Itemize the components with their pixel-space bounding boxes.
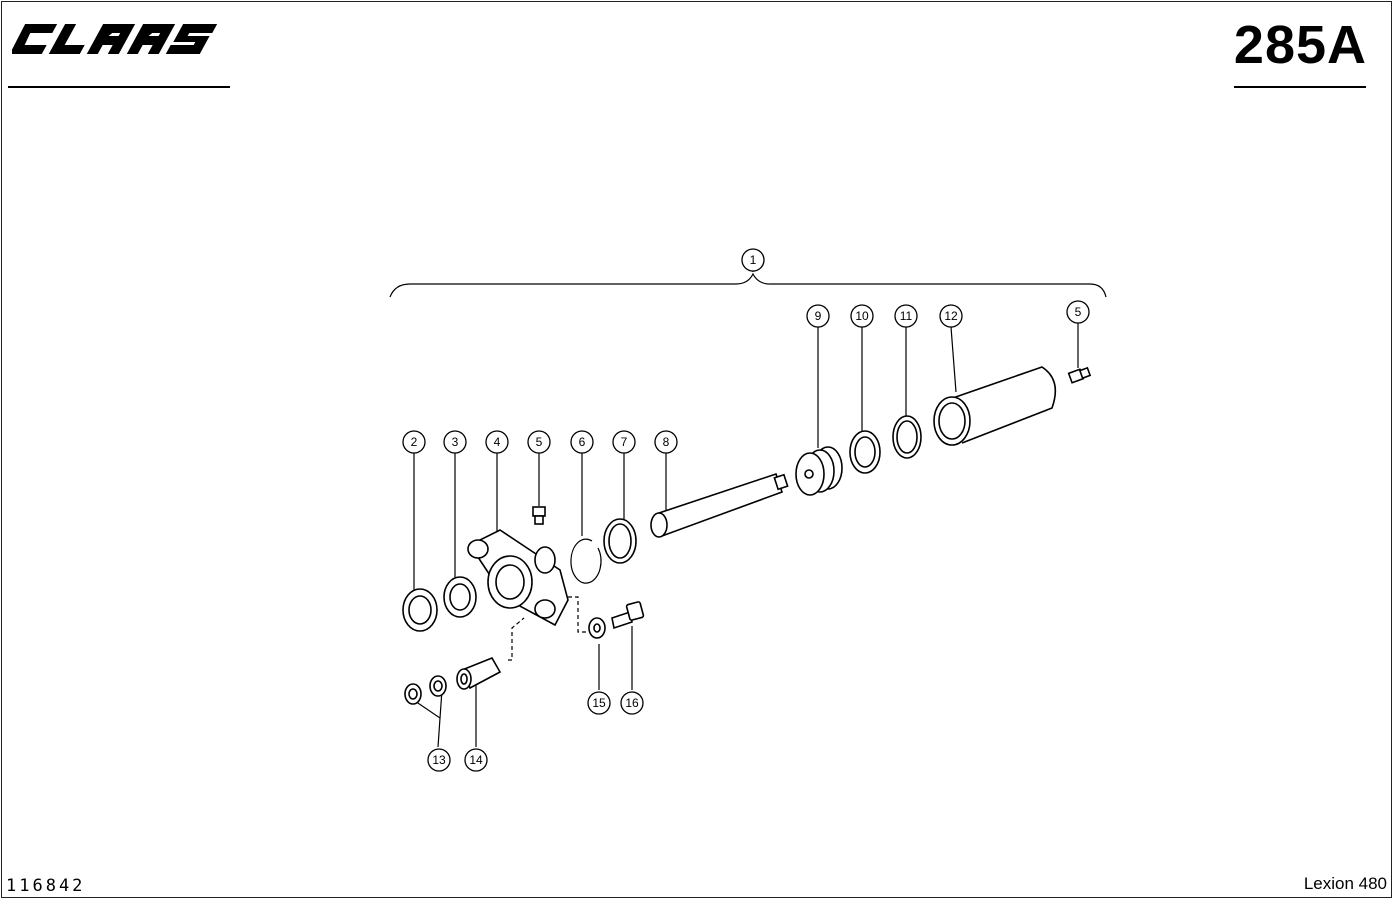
assembly-brace [389, 272, 1107, 298]
svg-text:5: 5 [536, 435, 543, 449]
part-2-seal [402, 588, 438, 632]
svg-text:6: 6 [579, 435, 586, 449]
page-number: 285A [1233, 15, 1367, 75]
part-12-cylinder-tube [933, 366, 1057, 446]
document-number: 116842 [6, 876, 86, 896]
callout-16: 16 [620, 691, 644, 715]
callout-15: 15 [587, 691, 611, 715]
part-3-ring [443, 576, 477, 618]
svg-text:4: 4 [494, 435, 501, 449]
callout-14: 14 [464, 748, 488, 772]
part-9-piston [795, 446, 843, 496]
svg-text:16: 16 [625, 696, 639, 710]
callout-2: 2 [402, 430, 426, 454]
callout-4: 4 [485, 430, 509, 454]
callout-13: 13 [427, 748, 451, 772]
callout-3: 3 [443, 430, 467, 454]
part-5-bleed-nipple [532, 506, 546, 525]
svg-text:11: 11 [900, 309, 913, 323]
callout-7: 7 [612, 430, 636, 454]
part-15-washer [588, 617, 606, 639]
callout-1: 1 [741, 248, 765, 272]
callout-5-right: 5 [1066, 300, 1090, 324]
callout-6: 6 [570, 430, 594, 454]
header-rule-right [1234, 86, 1366, 88]
leader-lines [411, 323, 1079, 748]
svg-text:12: 12 [944, 309, 958, 323]
callout-5-left: 5 [527, 430, 551, 454]
svg-text:7: 7 [621, 435, 628, 449]
callout-12: 12 [939, 304, 963, 328]
part-10-seal [849, 430, 881, 474]
svg-text:1: 1 [750, 253, 757, 267]
svg-text:9: 9 [815, 309, 822, 323]
svg-text:13: 13 [432, 753, 446, 767]
part-16-bolt [611, 601, 645, 630]
callout-11: 11 [894, 304, 918, 328]
svg-text:3: 3 [452, 435, 459, 449]
callout-10: 10 [850, 304, 874, 328]
part-11-ring [892, 415, 922, 459]
svg-text:8: 8 [663, 435, 670, 449]
part-6-circlip [570, 538, 602, 584]
header-rule-left [8, 86, 230, 88]
part-4-flange [467, 529, 569, 627]
svg-text:15: 15 [592, 696, 606, 710]
part-8-piston-rod [650, 472, 789, 538]
part-7-guide-ring [603, 518, 637, 564]
part-14-fitting [456, 656, 502, 690]
part-5-bleed-nipple-right [1067, 366, 1092, 384]
callout-9: 9 [806, 304, 830, 328]
claas-logo [12, 24, 218, 54]
svg-text:2: 2 [411, 435, 418, 449]
model-name: Lexion 480 [1303, 874, 1387, 893]
svg-text:10: 10 [855, 309, 869, 323]
svg-text:5: 5 [1075, 305, 1082, 319]
part-13-washers [404, 675, 447, 705]
callout-8: 8 [654, 430, 678, 454]
svg-text:14: 14 [469, 753, 483, 767]
